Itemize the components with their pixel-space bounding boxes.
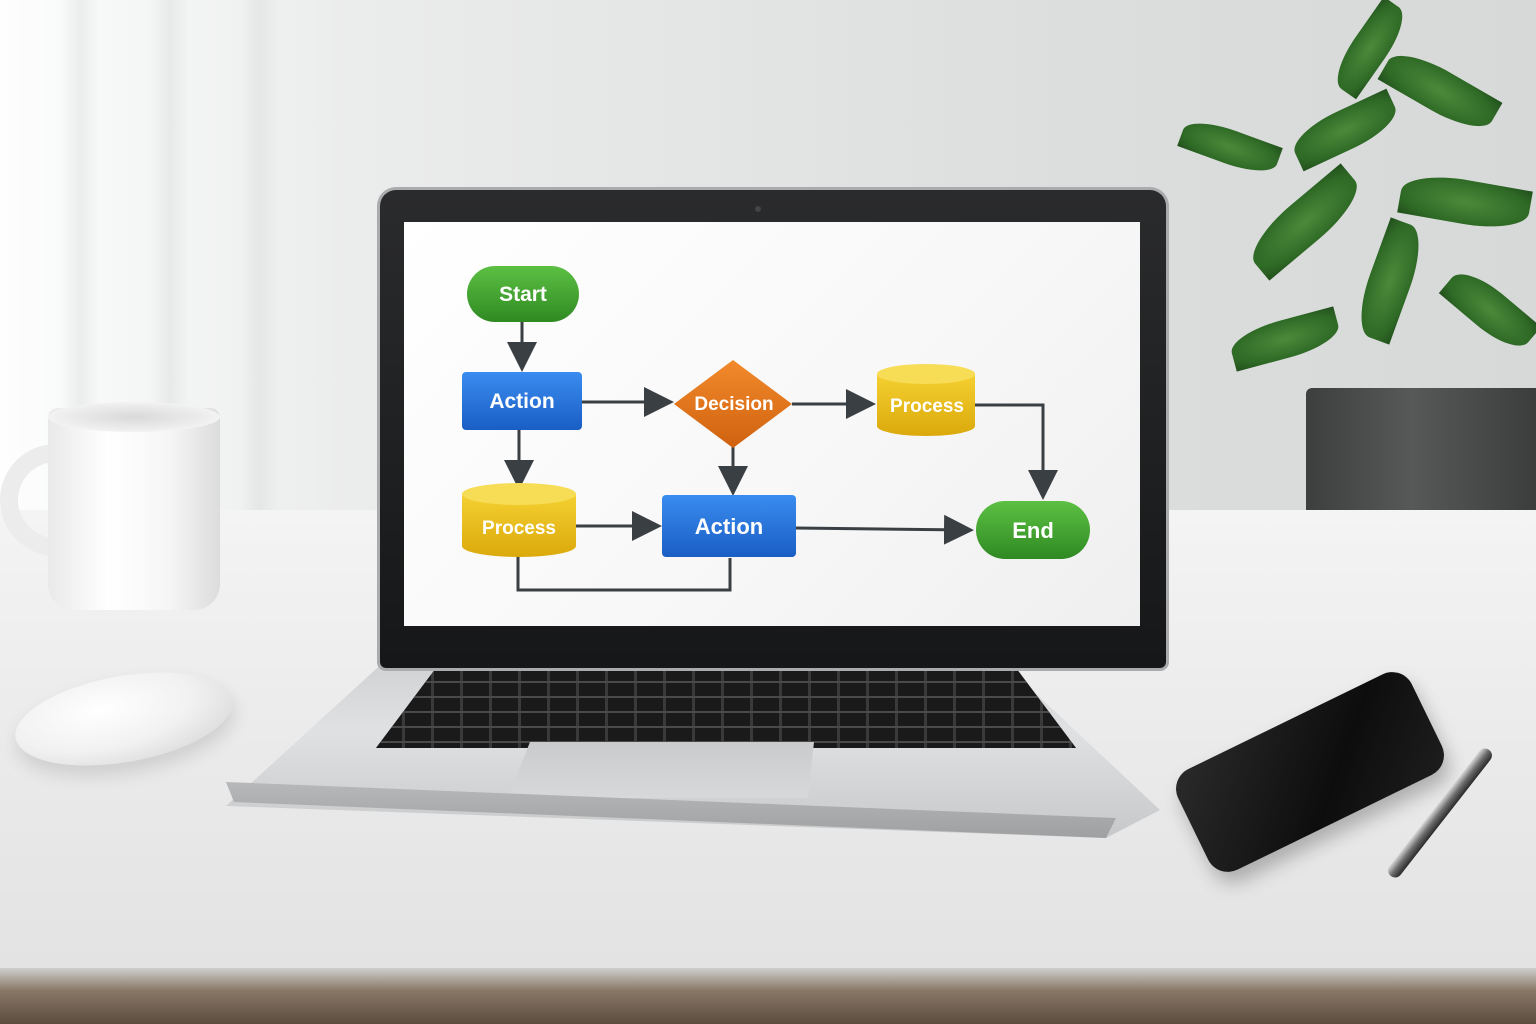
flowchart-node-action-top[interactable]: Action bbox=[462, 372, 582, 430]
connector-action-to-end bbox=[795, 514, 974, 545]
connector-process-to-end bbox=[975, 403, 1058, 500]
mug-rim bbox=[48, 402, 220, 432]
flowchart-node-action-bottom[interactable]: Action bbox=[662, 495, 796, 557]
keyboard-rows bbox=[376, 668, 1076, 748]
flowchart-node-start[interactable]: Start bbox=[467, 266, 579, 322]
coffee-mug bbox=[48, 408, 220, 610]
node-process-bottom-label: Process bbox=[482, 518, 556, 539]
webcam-icon bbox=[755, 206, 761, 212]
curtain-fold bbox=[240, 0, 280, 560]
node-action-bottom-label: Action bbox=[695, 514, 763, 539]
node-decision-label: Decision bbox=[694, 394, 773, 415]
node-start-label: Start bbox=[499, 283, 547, 306]
flowchart-node-process-top[interactable]: Process bbox=[877, 364, 975, 436]
flowchart-connectors bbox=[504, 322, 1058, 592]
node-process-top-label: Process bbox=[890, 396, 964, 417]
node-action-top-label: Action bbox=[489, 390, 554, 413]
connector-loop bbox=[516, 556, 732, 592]
node-end-label: End bbox=[1012, 518, 1054, 543]
laptop-trackpad[interactable] bbox=[508, 742, 814, 798]
flowchart-node-end[interactable]: End bbox=[976, 501, 1090, 559]
desk-edge bbox=[0, 968, 1536, 1024]
flowchart-node-process-bottom[interactable]: Process bbox=[462, 483, 576, 557]
flowchart-node-decision[interactable]: Decision bbox=[674, 360, 792, 448]
